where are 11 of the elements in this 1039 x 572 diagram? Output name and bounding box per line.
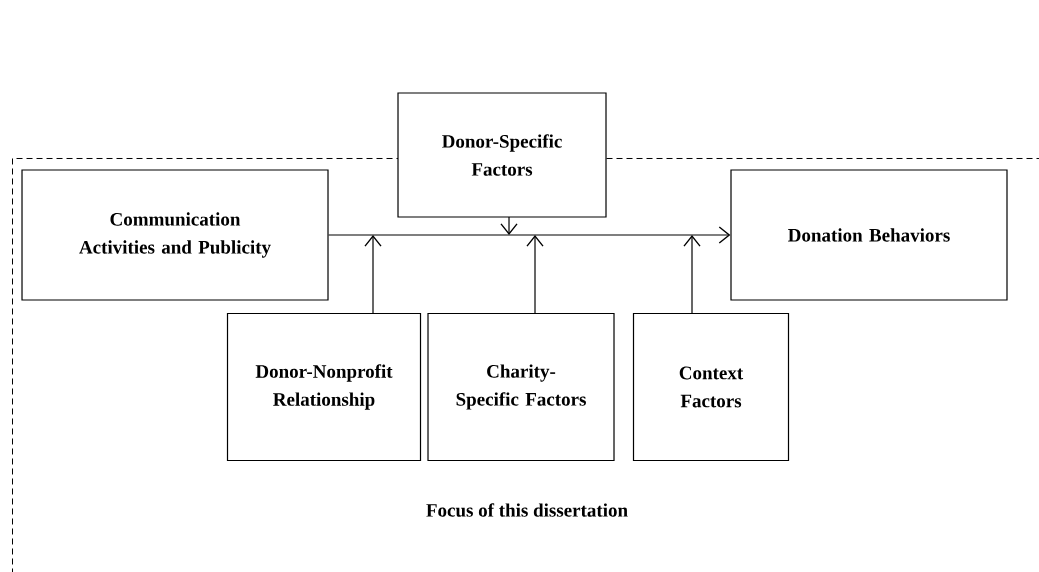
arrow [526,235,544,314]
factor-box: Context Factors [632,312,790,462]
arrow [364,235,382,314]
arrow [500,216,518,235]
factor-box: Donor-Nonprofit Relationship [226,312,422,462]
arrow [683,235,701,314]
factor-box: Donor-Specific Factors [397,92,607,218]
factor-box: Donation Behaviors [730,169,1008,301]
factor-box: Communication Activities and Publicity [21,169,329,301]
factor-box: Charity-Specific Factors [427,312,615,462]
arrow [328,226,731,244]
